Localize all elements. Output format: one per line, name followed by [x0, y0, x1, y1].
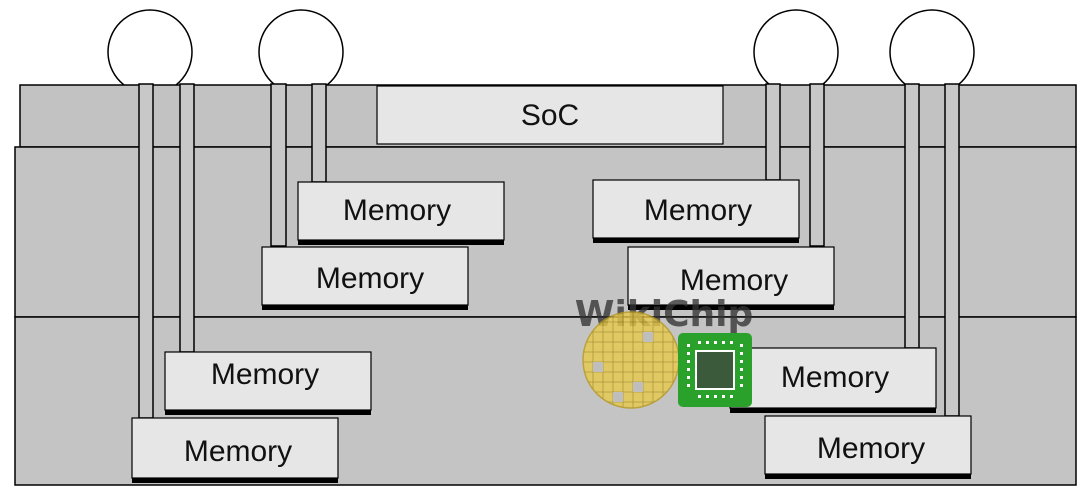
via [179, 83, 195, 353]
via [904, 83, 920, 349]
memory-label: Memory [184, 435, 292, 468]
solder-ball [107, 9, 193, 95]
memory-label: Memory [817, 432, 925, 465]
via [809, 83, 825, 247]
memory-die: Memory [764, 415, 972, 479]
soc-die: SoC [376, 85, 724, 145]
via [944, 83, 960, 417]
memory-die: Memory [729, 347, 937, 413]
via [765, 83, 781, 181]
through-vias [138, 83, 960, 419]
chip-icon [678, 333, 752, 407]
soc-label: SoC [521, 99, 579, 132]
solder-ball [258, 9, 344, 95]
wafer-icon [582, 311, 680, 409]
memory-die: Memory [592, 179, 800, 243]
memory-label: Memory [343, 194, 451, 227]
solder-ball [753, 9, 839, 95]
memory-die: Memory [131, 417, 339, 483]
solder-ball [889, 9, 975, 95]
solder-balls [107, 9, 975, 95]
memory-label: Memory [680, 264, 788, 297]
memory-die: Memory [297, 181, 505, 245]
memory-die: Memory [164, 351, 372, 415]
via [270, 83, 287, 247]
memory-die: Memory [261, 246, 469, 310]
via [138, 83, 154, 419]
memory-dies: Memory Memory Memory Memory Memory Memor… [131, 179, 972, 483]
memory-label: Memory [781, 361, 889, 394]
memory-label: Memory [211, 358, 319, 391]
memory-label: Memory [316, 262, 424, 295]
watermark: WikiChip [575, 294, 753, 409]
via [311, 83, 327, 183]
memory-die: Memory [627, 246, 835, 310]
memory-label: Memory [644, 194, 752, 227]
